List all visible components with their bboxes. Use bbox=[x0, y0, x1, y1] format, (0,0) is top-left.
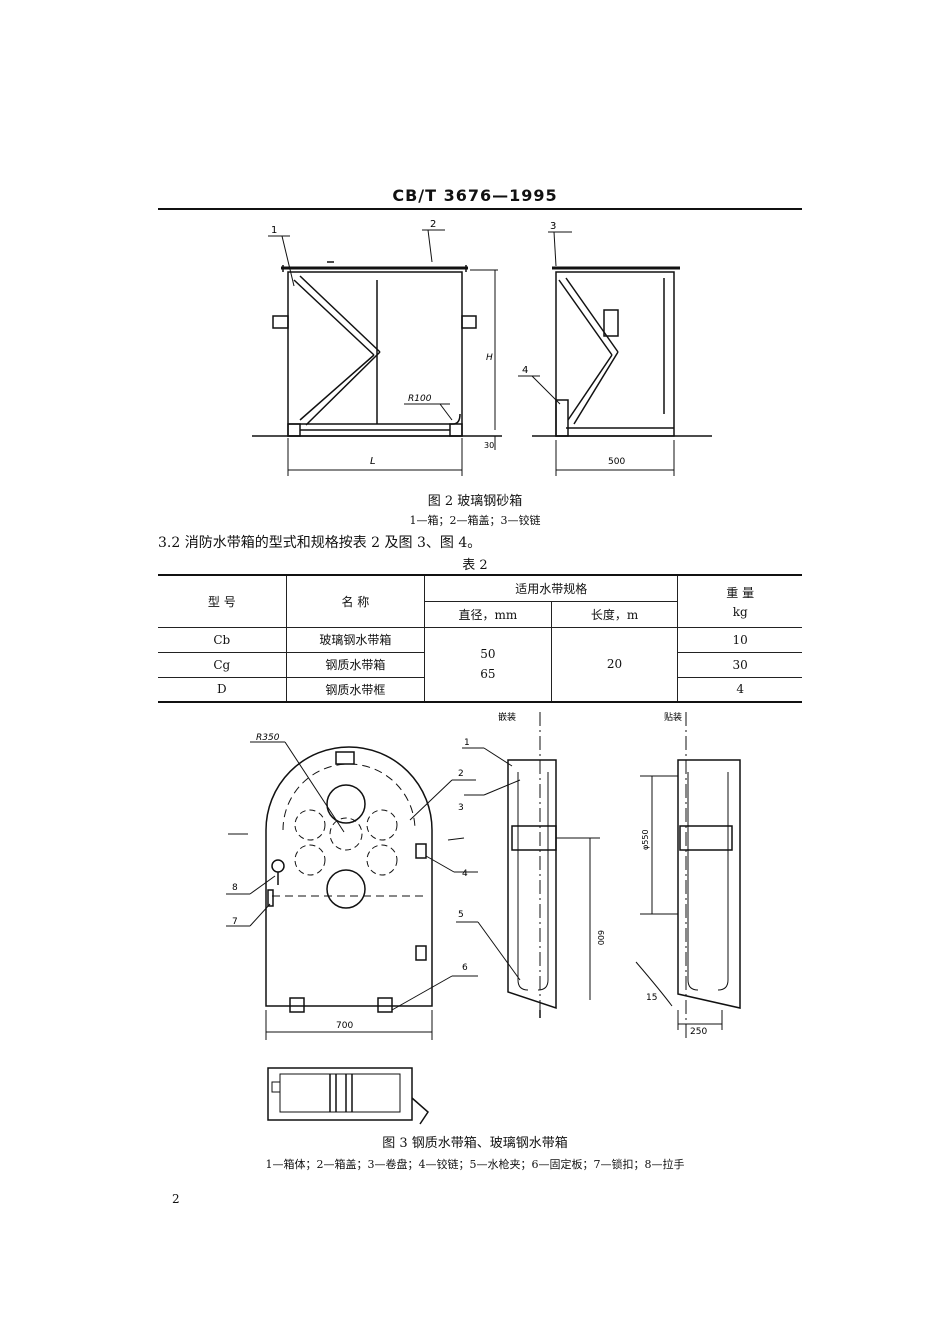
fig2-callout-3: 3 bbox=[550, 221, 556, 232]
fig3-width-label: 700 bbox=[336, 1021, 353, 1031]
fig2-callout-4: 4 bbox=[522, 365, 528, 376]
cell-model: D bbox=[158, 676, 287, 703]
table-2-title: 表 2 bbox=[462, 558, 488, 573]
table-2: 型 号 名 称 适用水带规格 重 量 kg 直径，mm 长度，m Cb 玻璃钢水… bbox=[158, 574, 802, 703]
diameter-value: 50 bbox=[480, 647, 496, 662]
th-weight-label: 重 量 bbox=[726, 585, 755, 600]
fig3-diameter-label: φ550 bbox=[641, 829, 650, 850]
fig3-callout-4: 4 bbox=[462, 869, 468, 879]
table-row: Cg 钢质水带箱 30 bbox=[158, 651, 802, 678]
fig2-height-label: H bbox=[486, 353, 493, 363]
th-weight: 重 量 kg bbox=[677, 575, 802, 628]
cell-model: Cg bbox=[158, 651, 287, 678]
fig3-angle-label: 15 bbox=[646, 993, 657, 1003]
header-rule bbox=[158, 208, 802, 210]
page-number: 2 bbox=[172, 1192, 180, 1206]
fig3-callout-5: 5 bbox=[458, 910, 464, 920]
th-spec-group: 适用水带规格 bbox=[424, 575, 679, 602]
fig3-depth-label: 250 bbox=[690, 1027, 707, 1037]
table-row: Cb 玻璃钢水带箱 50 65 20 10 bbox=[158, 626, 802, 703]
fig3-height-label: 600 bbox=[596, 930, 605, 945]
cell-weight: 4 bbox=[677, 676, 802, 703]
cell-name: 钢质水带框 bbox=[285, 676, 426, 703]
fig3-callout-1: 1 bbox=[464, 738, 470, 748]
fig3-callout-6: 6 bbox=[462, 963, 468, 973]
th-name: 名 称 bbox=[285, 575, 426, 628]
cell-length: 20 bbox=[550, 626, 679, 703]
fig2-callout-1: 1 bbox=[271, 225, 277, 236]
cell-weight: 10 bbox=[677, 626, 802, 653]
fig2-base-label: 30 bbox=[484, 441, 494, 450]
cell-diameters: 50 65 bbox=[424, 626, 552, 703]
fig3-callout-2: 2 bbox=[458, 769, 464, 779]
th-model: 型 号 bbox=[158, 575, 287, 628]
fig3-callout-7: 7 bbox=[232, 917, 238, 927]
surface-label: 贴装 bbox=[664, 711, 682, 723]
fig3-radius-label: R350 bbox=[256, 733, 280, 743]
fig3-callout-8: 8 bbox=[232, 883, 238, 893]
diameter-value: 65 bbox=[480, 667, 496, 682]
th-weight-unit: kg bbox=[732, 604, 748, 619]
figure-3-legend: 1—箱体；2—箱盖；3—卷盘；4—铰链；5—水枪夹；6—固定板；7—锁扣；8—拉… bbox=[265, 1158, 685, 1171]
fig3-callout-3: 3 bbox=[458, 803, 464, 813]
section-3-2-text: 3.2 消防水带箱的型式和规格按表 2 及图 3、图 4。 bbox=[158, 535, 482, 551]
document-header: CB/T 3676—1995 bbox=[392, 186, 558, 205]
figure-2-caption: 图 2 玻璃钢砂箱 bbox=[427, 494, 523, 509]
figure-2-legend: 1—箱；2—箱盖；3—铰链 bbox=[409, 514, 541, 527]
th-diameter: 直径，mm bbox=[424, 600, 552, 628]
fig2-callout-2: 2 bbox=[430, 219, 436, 230]
fig2-width-label: 500 bbox=[608, 457, 625, 467]
figure-3-caption: 图 3 钢质水带箱、玻璃钢水带箱 bbox=[382, 1136, 568, 1151]
embedded-label: 嵌装 bbox=[498, 711, 516, 723]
table-row: D 钢质水带框 4 bbox=[158, 676, 802, 703]
fig2-radius-label: R100 bbox=[408, 394, 432, 404]
fig2-length-label: L bbox=[370, 456, 376, 467]
